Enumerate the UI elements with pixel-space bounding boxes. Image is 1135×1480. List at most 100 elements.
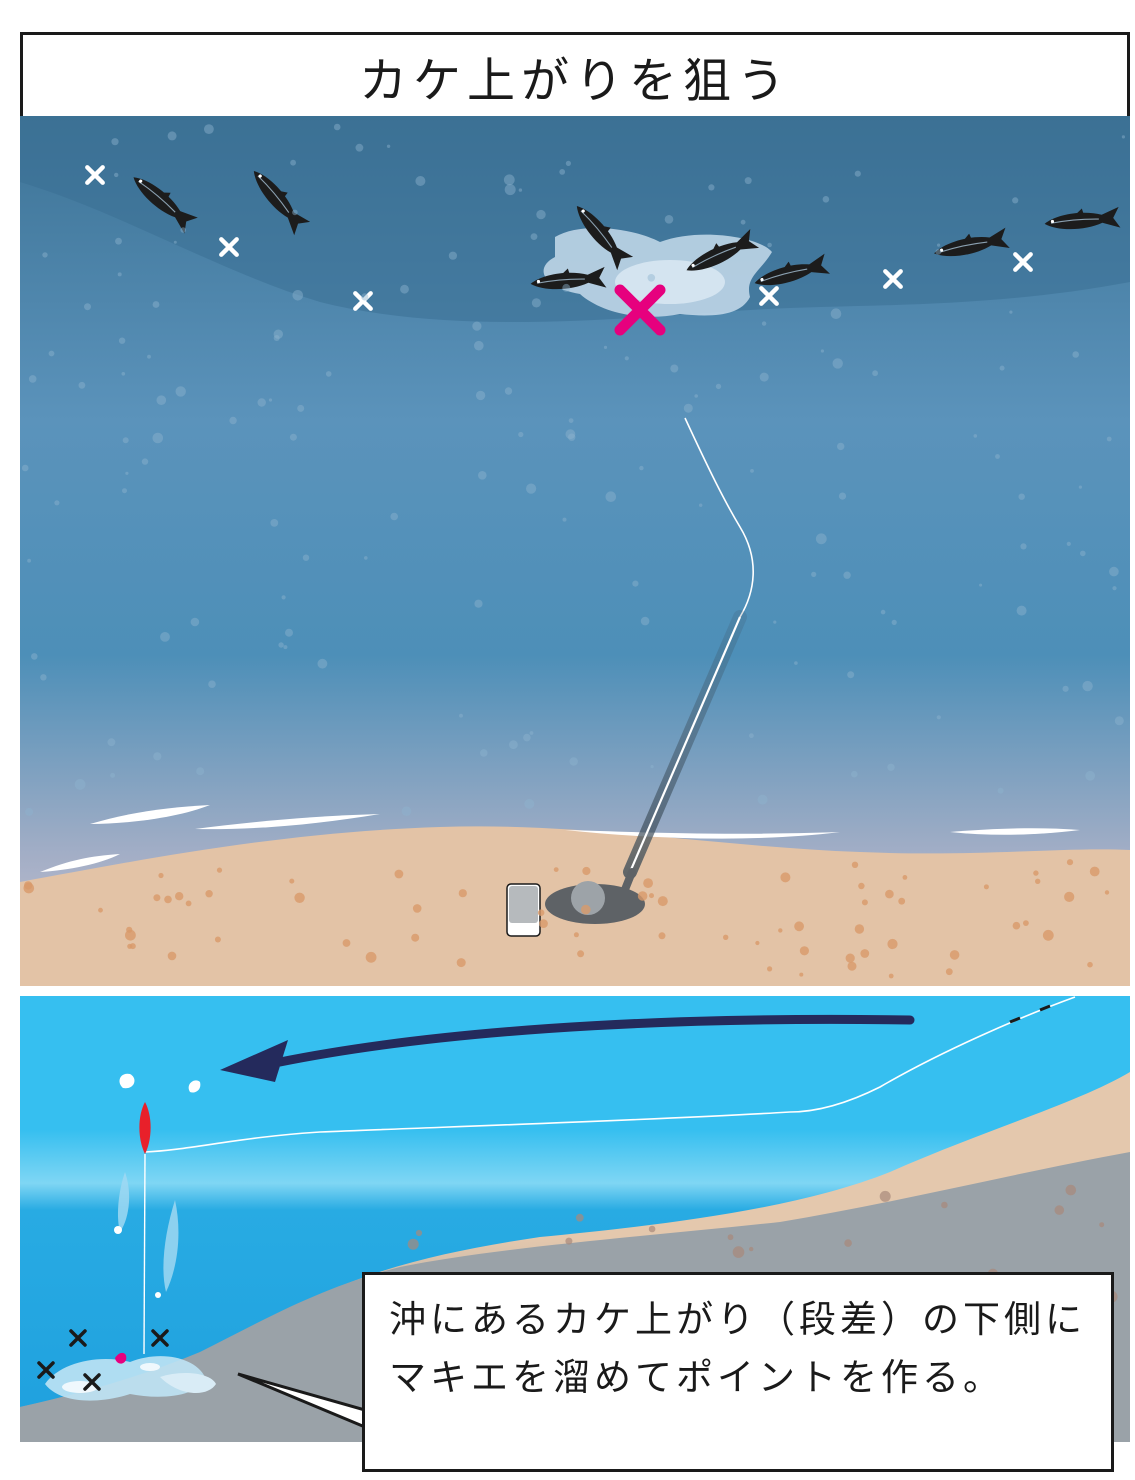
sand-dot xyxy=(889,974,894,979)
seabed-dot xyxy=(749,1247,753,1251)
seabed-dot xyxy=(576,1214,584,1222)
sand-dot xyxy=(887,939,897,949)
sand-dot xyxy=(413,904,422,913)
speckle xyxy=(843,572,850,579)
sand-dot xyxy=(800,946,809,955)
speckle xyxy=(270,519,278,527)
speckle xyxy=(25,808,33,816)
seabed-dot xyxy=(941,1202,948,1209)
speckle xyxy=(1012,197,1018,203)
speckle xyxy=(531,233,538,240)
speckle xyxy=(651,765,654,768)
seabed-dot xyxy=(728,1234,734,1240)
sand-dot xyxy=(1035,879,1040,884)
bucket-icon xyxy=(507,884,540,936)
speckle xyxy=(114,173,118,177)
speckle xyxy=(229,417,236,424)
speckle xyxy=(837,443,844,450)
speckle xyxy=(125,472,128,475)
speckle xyxy=(536,210,545,219)
sand-dot xyxy=(459,889,467,897)
speckle xyxy=(42,252,47,257)
panel-divider xyxy=(20,986,1130,996)
speckle xyxy=(855,171,861,177)
speckle xyxy=(79,382,86,389)
sand-dot xyxy=(723,935,728,940)
speckle xyxy=(22,465,29,472)
speckle xyxy=(816,533,827,544)
speckle xyxy=(1107,437,1112,442)
speckle xyxy=(794,661,798,665)
speckle xyxy=(387,145,390,148)
speckle xyxy=(283,645,287,649)
sand-dot xyxy=(1090,867,1100,877)
speckle xyxy=(474,600,482,608)
speckle xyxy=(1079,486,1082,489)
speckle xyxy=(625,356,629,360)
speckle xyxy=(449,252,457,260)
speckle xyxy=(459,714,463,718)
speckle xyxy=(297,405,304,412)
speckle xyxy=(749,733,754,738)
speckle xyxy=(632,581,638,587)
sand-dot xyxy=(395,870,404,879)
sand-dot xyxy=(158,873,163,878)
speckle xyxy=(524,799,534,809)
speckle xyxy=(174,241,177,244)
sand-dot xyxy=(457,958,466,967)
speckle xyxy=(1067,542,1071,546)
speckle xyxy=(811,572,816,577)
speckle xyxy=(191,618,200,627)
speckle xyxy=(180,227,186,233)
speckle xyxy=(474,341,484,351)
speckle xyxy=(639,466,643,470)
speckle xyxy=(831,308,842,319)
speckle xyxy=(699,504,702,507)
speckle xyxy=(122,488,127,493)
speckle xyxy=(839,493,846,500)
sand-dot xyxy=(659,932,666,939)
sand-dot xyxy=(164,896,172,904)
speckle xyxy=(326,371,332,377)
speckle xyxy=(566,161,571,166)
speckle xyxy=(1112,586,1116,590)
sand-dot xyxy=(554,867,559,872)
sand-dot xyxy=(1013,922,1021,930)
seabed-dot xyxy=(1055,1205,1065,1215)
sand-dot xyxy=(289,879,294,884)
speckle xyxy=(523,734,531,742)
sand-dot xyxy=(649,893,654,898)
speckle xyxy=(153,433,164,444)
sand-dot xyxy=(577,950,584,957)
sand-dot xyxy=(574,932,579,937)
speckle xyxy=(303,555,309,561)
sand-dot xyxy=(539,919,548,928)
speckle xyxy=(872,370,878,376)
speckle xyxy=(505,184,516,195)
sand-dot xyxy=(217,868,222,873)
speckle xyxy=(1019,494,1025,500)
speckle xyxy=(84,303,91,310)
speckle xyxy=(1020,543,1026,549)
speckle xyxy=(974,434,978,438)
speckle xyxy=(694,394,698,398)
seabed-dot xyxy=(1099,1222,1104,1227)
speckle xyxy=(606,491,617,502)
speckle xyxy=(153,301,160,308)
speckle xyxy=(123,437,129,443)
speckle xyxy=(290,434,297,441)
speckle xyxy=(519,188,522,191)
speckle xyxy=(937,715,941,719)
speckle xyxy=(1009,311,1012,314)
speckle xyxy=(142,458,148,464)
sand-dot xyxy=(366,952,377,963)
speckle xyxy=(108,738,116,746)
speckle xyxy=(208,680,216,688)
sand-dot xyxy=(946,968,953,975)
speckle xyxy=(518,432,523,437)
sand-dot xyxy=(294,893,304,903)
speckle xyxy=(1072,351,1079,358)
speckle xyxy=(278,642,283,647)
seabed-dot xyxy=(733,1246,745,1258)
speckle xyxy=(881,610,886,615)
